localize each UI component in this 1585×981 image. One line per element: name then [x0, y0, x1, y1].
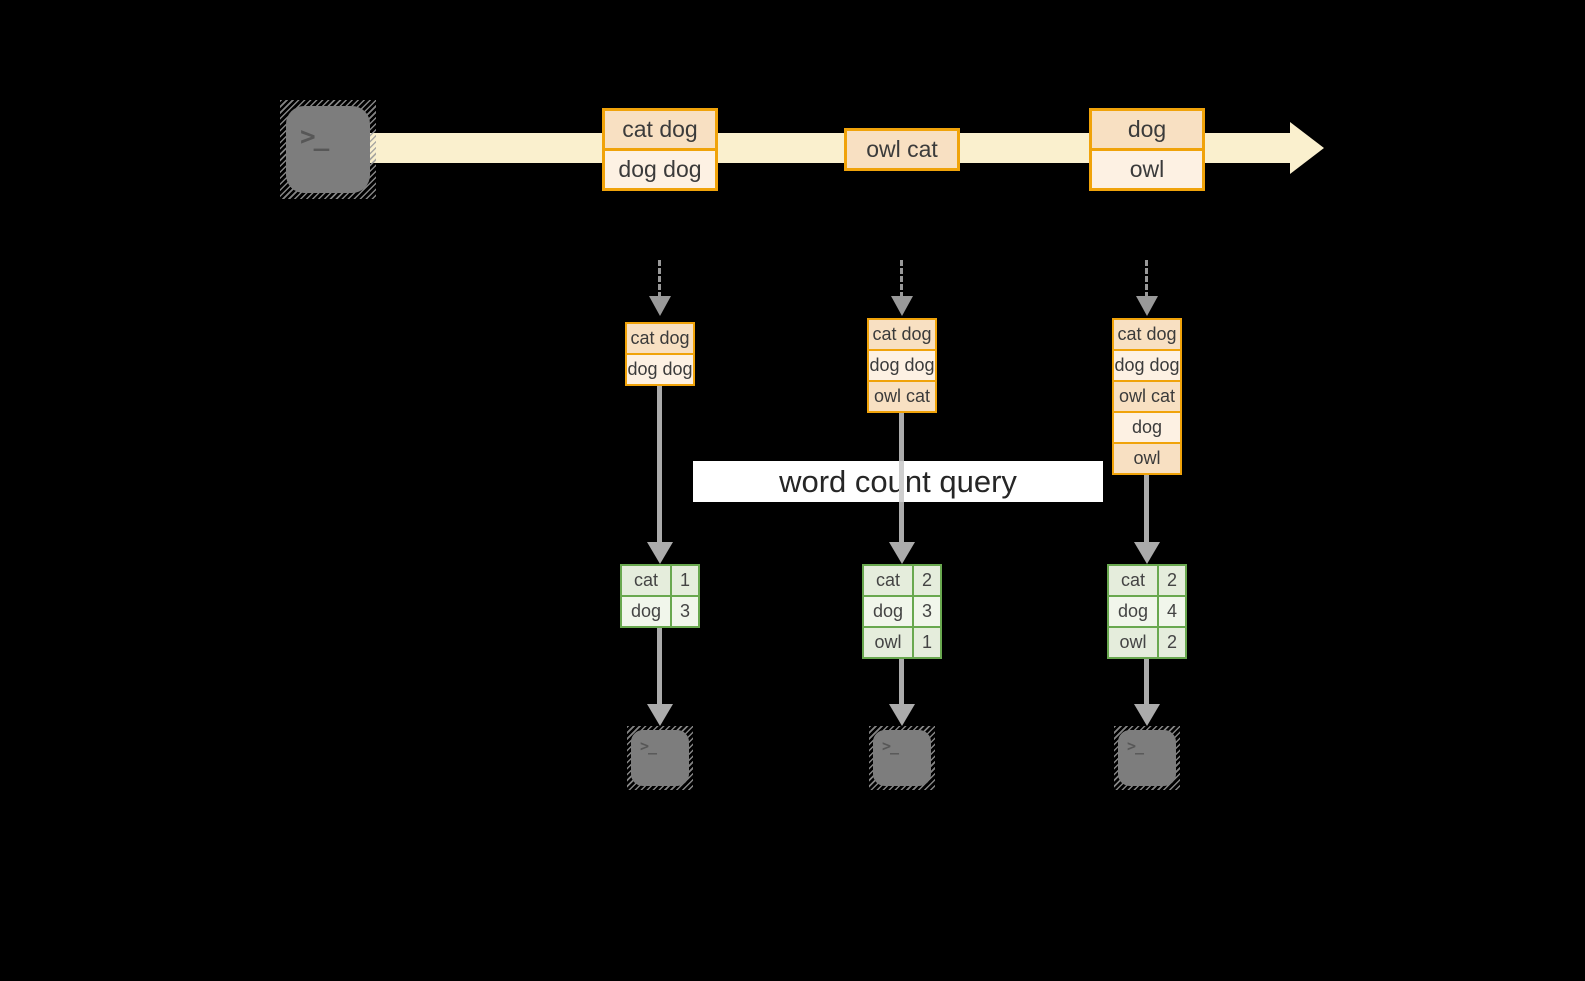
stream-arrow-head [1290, 122, 1324, 174]
word-cell: cat [864, 566, 912, 595]
table-row: cat 2 [1109, 566, 1185, 595]
micro-batch-stack-3: cat dog dog dog owl cat dog owl [1112, 318, 1182, 475]
count-table-2: cat 2 dog 3 owl 1 [862, 564, 942, 659]
table-row: dog 3 [622, 595, 698, 626]
record-cell: dog [1092, 111, 1202, 148]
record-cell: cat dog [605, 111, 715, 148]
arrow-line [1144, 659, 1149, 704]
arrow-head [647, 542, 673, 564]
word-cell: dog [1109, 597, 1157, 626]
terminal-screen: >_ [1118, 730, 1176, 786]
output-terminal-icon: >_ [869, 726, 935, 790]
count-cell: 3 [670, 597, 698, 626]
table-row: dog 3 [864, 595, 940, 626]
terminal-prompt-icon: >_ [300, 122, 329, 152]
dashed-arrow-head [649, 296, 671, 316]
table-row: dog 4 [1109, 595, 1185, 626]
record-cell: dog dog [869, 349, 935, 380]
word-cell: dog [864, 597, 912, 626]
arrow-line [657, 628, 662, 704]
word-cell: owl [864, 628, 912, 657]
table-row: cat 1 [622, 566, 698, 595]
word-cell: cat [1109, 566, 1157, 595]
terminal-prompt-icon: >_ [640, 737, 657, 755]
count-table-1: cat 1 dog 3 [620, 564, 700, 628]
arrow-line [899, 659, 904, 704]
micro-batch-stack-1: cat dog dog dog [625, 322, 695, 386]
terminal-prompt-icon: >_ [1127, 737, 1144, 755]
table-row: owl 2 [1109, 626, 1185, 657]
word-cell: dog [622, 597, 670, 626]
word-cell: cat [622, 566, 670, 595]
record-cell: dog dog [605, 148, 715, 188]
count-cell: 3 [912, 597, 940, 626]
arrow-line-overlay [899, 461, 904, 502]
word-count-query-label: word count query [693, 461, 1103, 502]
record-cell: owl cat [869, 380, 935, 411]
micro-batch-stack-2: cat dog dog dog owl cat [867, 318, 937, 413]
table-row: owl 1 [864, 626, 940, 657]
count-cell: 2 [1157, 628, 1185, 657]
arrow-head [889, 542, 915, 564]
terminal-screen: >_ [873, 730, 931, 786]
terminal-screen: >_ [286, 106, 370, 193]
count-table-3: cat 2 dog 4 owl 2 [1107, 564, 1187, 659]
count-cell: 4 [1157, 597, 1185, 626]
arrow-head [1134, 542, 1160, 564]
dashed-arrow-line [1145, 260, 1148, 298]
record-cell: cat dog [1114, 320, 1180, 349]
dashed-arrow-head [891, 296, 913, 316]
terminal-prompt-icon: >_ [882, 737, 899, 755]
count-cell: 2 [1157, 566, 1185, 595]
stream-batch-3: dog owl [1089, 108, 1205, 191]
arrow-head [647, 704, 673, 726]
stream-batch-1: cat dog dog dog [602, 108, 718, 191]
arrow-line [1144, 475, 1149, 542]
count-cell: 1 [912, 628, 940, 657]
count-cell: 2 [912, 566, 940, 595]
dashed-arrow-line [900, 260, 903, 298]
output-terminal-icon: >_ [627, 726, 693, 790]
arrow-head [889, 704, 915, 726]
count-cell: 1 [670, 566, 698, 595]
record-cell: owl cat [847, 131, 957, 168]
output-terminal-icon: >_ [1114, 726, 1180, 790]
record-cell: owl cat [1114, 380, 1180, 411]
arrow-line [657, 386, 662, 542]
record-cell: cat dog [869, 320, 935, 349]
record-cell: dog [1114, 411, 1180, 442]
terminal-screen: >_ [631, 730, 689, 786]
source-terminal-icon: >_ [280, 100, 376, 199]
word-cell: owl [1109, 628, 1157, 657]
record-cell: owl [1092, 148, 1202, 188]
table-row: cat 2 [864, 566, 940, 595]
stream-batch-2: owl cat [844, 128, 960, 171]
record-cell: owl [1114, 442, 1180, 473]
record-cell: dog dog [627, 353, 693, 384]
dashed-arrow-head [1136, 296, 1158, 316]
record-cell: cat dog [627, 324, 693, 353]
arrow-head [1134, 704, 1160, 726]
dashed-arrow-line [658, 260, 661, 298]
record-cell: dog dog [1114, 349, 1180, 380]
